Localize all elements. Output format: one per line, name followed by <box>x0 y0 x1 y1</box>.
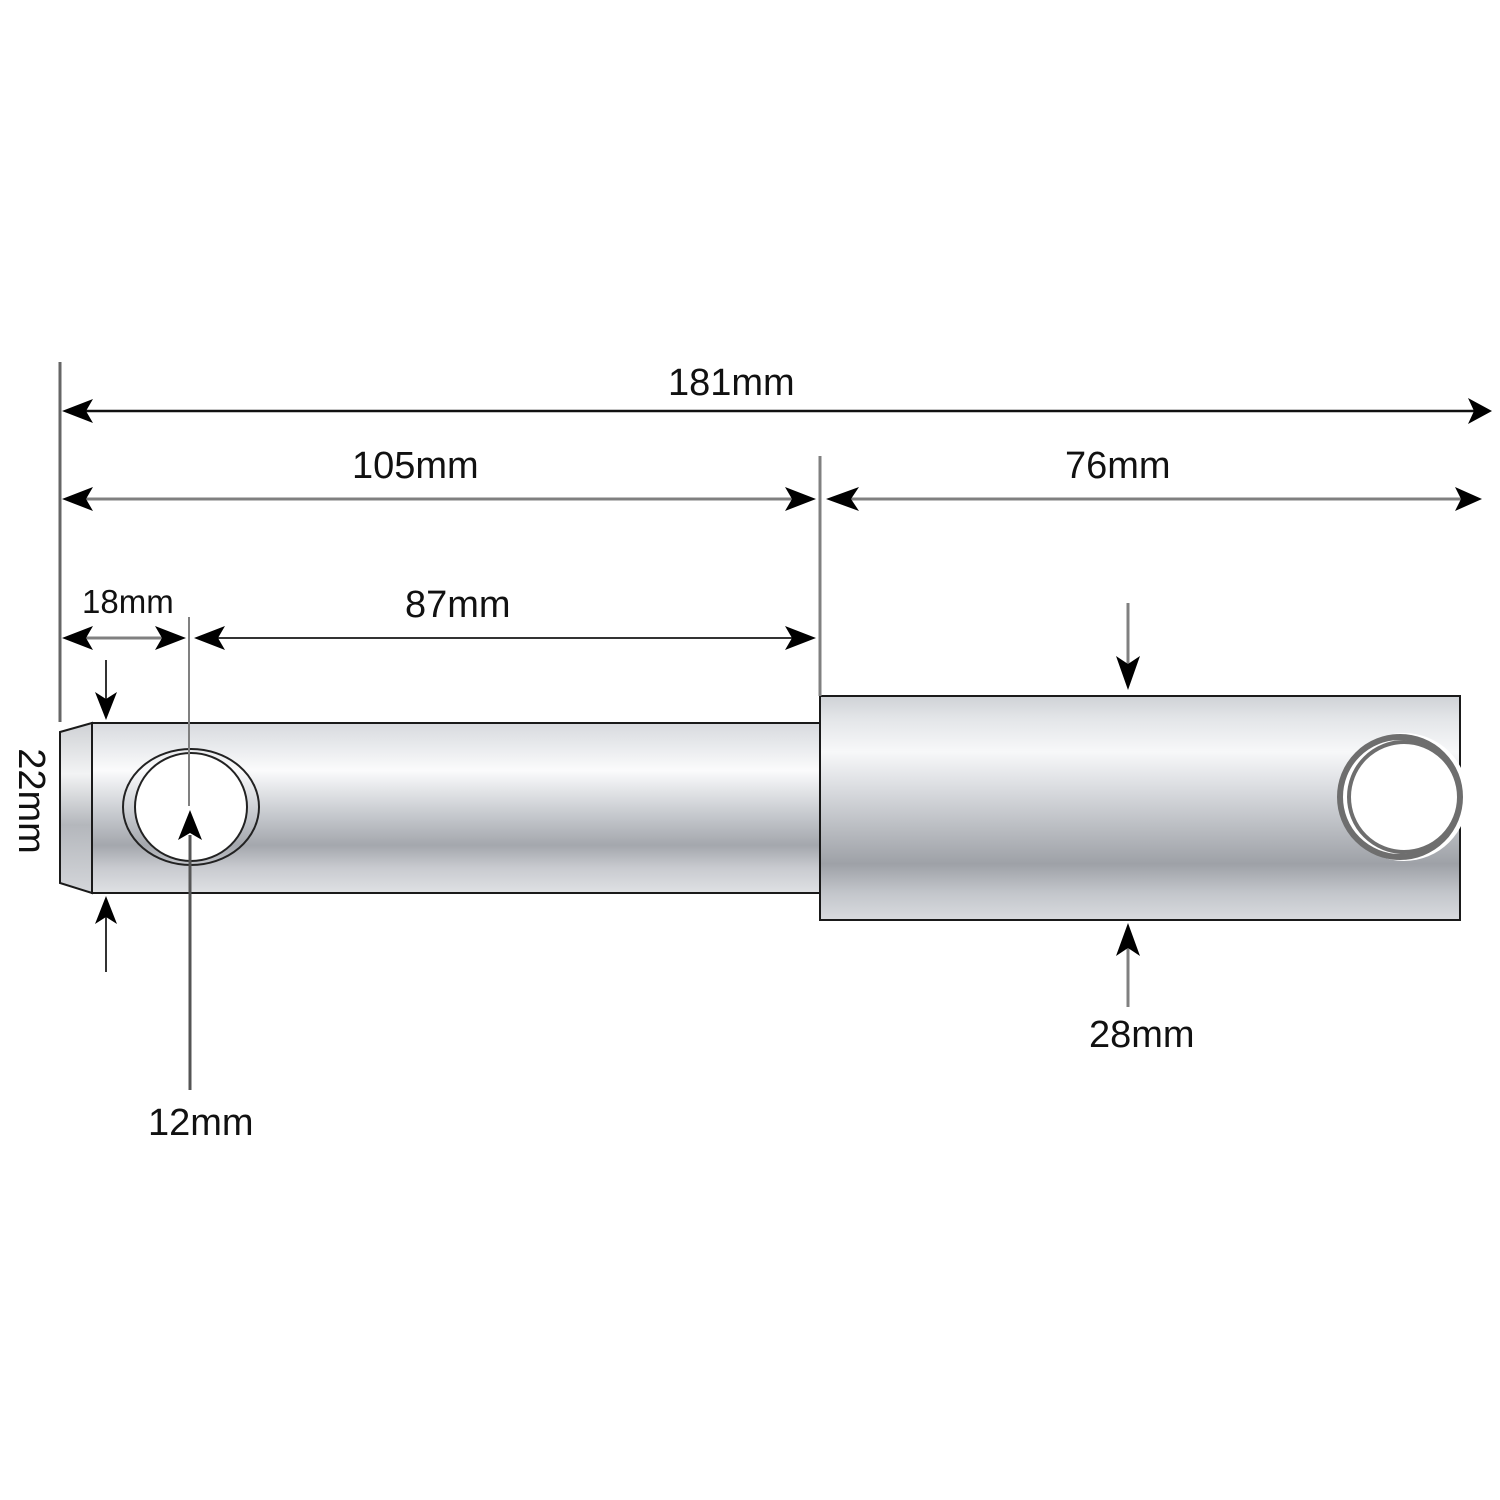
extension-lines <box>58 362 822 806</box>
label-large-section-length: 76mm <box>1065 445 1171 487</box>
arrow-right-icon <box>785 626 816 650</box>
label-hole-offset: 18mm <box>82 583 174 620</box>
arrow-left-icon <box>62 399 93 423</box>
arrow-down-icon <box>95 692 117 720</box>
dimension-hole-to-shoulder <box>194 626 816 650</box>
arrow-up-icon <box>1116 923 1140 956</box>
arrow-up-icon <box>178 810 202 840</box>
dimension-hole-diameter <box>178 810 202 1090</box>
dimension-hole-offset <box>62 626 186 650</box>
arrow-right-icon <box>1468 398 1492 424</box>
pin-body <box>59 695 1468 921</box>
large-shaft-hole <box>1337 733 1468 861</box>
label-hole-diameter: 12mm <box>148 1102 254 1144</box>
arrow-left-icon <box>62 626 93 650</box>
arrow-down-icon <box>1116 656 1140 690</box>
arrow-left-icon <box>62 487 93 511</box>
dimension-large-diameter <box>1116 603 1140 1007</box>
arrow-right-icon <box>155 626 186 650</box>
label-hole-to-shoulder: 87mm <box>405 584 511 626</box>
label-small-diameter: 22mm <box>9 748 52 854</box>
arrow-left-icon <box>826 487 859 511</box>
arrow-left-icon <box>194 626 225 650</box>
arrow-right-icon <box>785 487 816 511</box>
dimension-large-section <box>826 487 1482 511</box>
label-small-section-length: 105mm <box>352 445 479 487</box>
dimension-overall-length <box>62 398 1492 424</box>
dimension-small-diameter <box>95 660 117 972</box>
dimension-small-section <box>62 487 816 511</box>
arrow-right-icon <box>1455 487 1482 511</box>
label-large-diameter: 28mm <box>1089 1014 1195 1056</box>
arrow-up-icon <box>95 896 117 924</box>
label-overall-length: 181mm <box>668 362 795 404</box>
pin-chamfer-tip <box>59 721 93 895</box>
